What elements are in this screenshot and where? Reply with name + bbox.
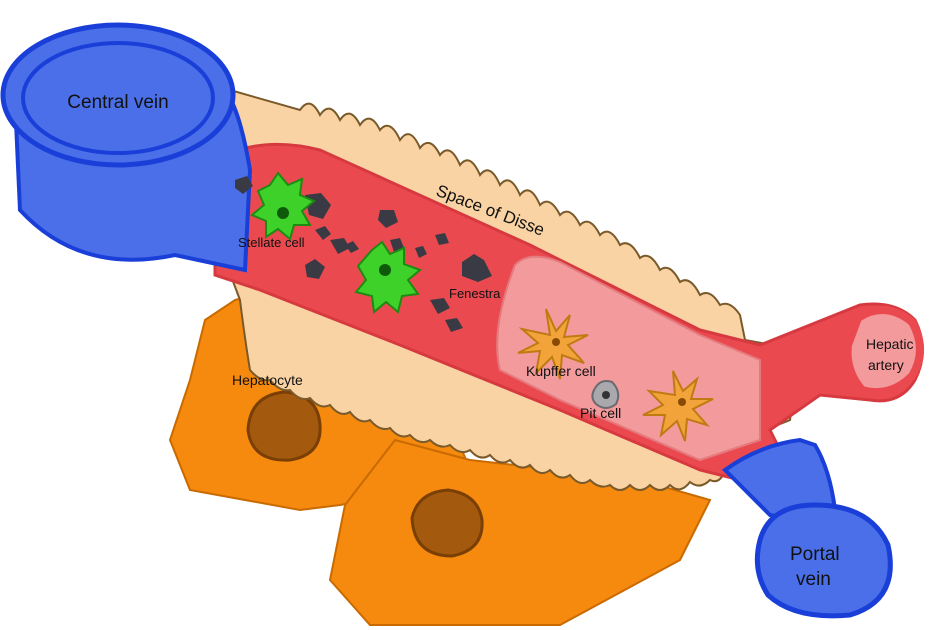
pit-cell-nucleus [602, 391, 610, 399]
label-fenestra: Fenestra [449, 286, 501, 301]
hepatocyte-nucleus [412, 490, 482, 556]
kupffer-cell-nucleus [678, 398, 686, 406]
label-hepatic-artery-line1: Hepatic [866, 336, 913, 352]
stellate-cell-nucleus [379, 264, 391, 276]
label-central-vein: Central vein [67, 92, 168, 113]
kupffer-cell-nucleus [552, 338, 560, 346]
hepatocyte-nucleus [248, 392, 320, 460]
stellate-cell-nucleus [277, 207, 289, 219]
label-stellate-cell: Stellate cell [238, 235, 305, 250]
label-pit-cell: Pit cell [580, 405, 621, 421]
central-vein [3, 25, 250, 270]
label-hepatocyte: Hepatocyte [232, 372, 303, 388]
label-hepatic-artery-line2: artery [868, 357, 904, 373]
label-portal-vein-line2: vein [796, 569, 831, 590]
pit-cell [592, 381, 618, 408]
label-portal-vein-line1: Portal [790, 544, 840, 565]
label-kupffer-cell: Kupffer cell [526, 363, 596, 379]
